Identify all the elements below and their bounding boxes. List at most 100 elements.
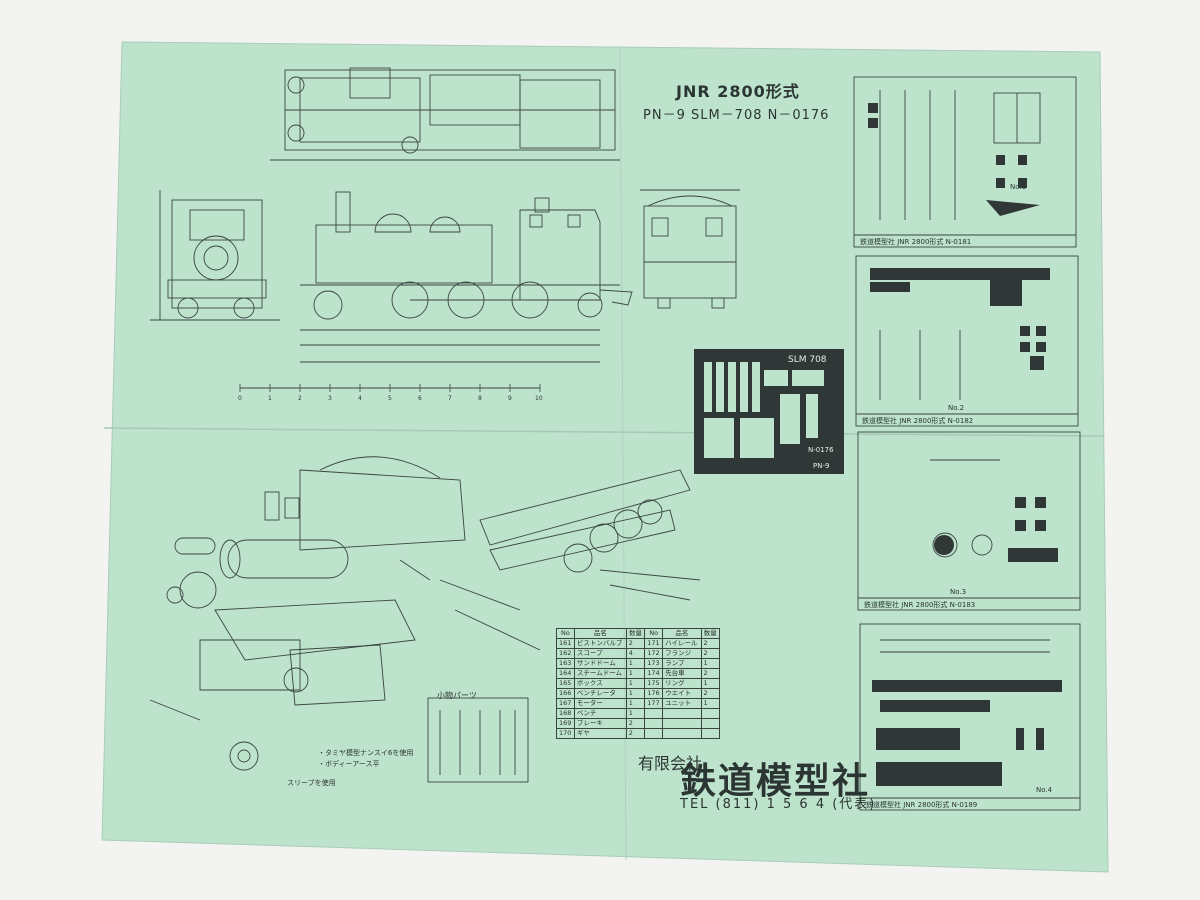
panel-number: No.2	[948, 404, 965, 412]
table-cell: 169	[556, 718, 575, 729]
top-view-drawing	[270, 67, 620, 161]
table-cell: 2	[625, 638, 646, 649]
table-cell: 161	[556, 638, 575, 649]
exploded-assembly-drawing	[149, 456, 701, 771]
table-row: 169 ブレーキ 2	[556, 718, 720, 729]
table-cell: 1	[700, 658, 720, 669]
parts-panel-3	[857, 431, 1081, 611]
table-cell	[644, 708, 664, 719]
table-cell: サンドドーム	[573, 658, 627, 669]
table-cell: 165	[556, 678, 575, 689]
company-phone: TEL (811) 1 5 6 4 (代表)	[680, 797, 877, 812]
small-parts-label: 小物パーツ	[437, 691, 477, 700]
table-row: 162 スコープ 4 172 フランジ 2	[556, 648, 720, 659]
table-cell: 163	[556, 658, 575, 669]
table-cell: スチームドーム	[573, 668, 627, 679]
side-view-drawing	[300, 191, 633, 363]
fret-pn: PN-9	[813, 462, 830, 470]
fret-code: N-0176	[808, 446, 834, 454]
table-cell: 2	[625, 718, 646, 729]
table-cell: スコープ	[573, 648, 627, 659]
table-cell: 166	[556, 688, 575, 699]
fret-label: SLM 708	[788, 355, 827, 365]
table-cell: モーター	[573, 698, 627, 709]
scale-tick: 8	[478, 395, 482, 402]
table-cell: 1	[625, 658, 646, 669]
table-cell: 170	[556, 728, 575, 739]
panel-caption: 鉄道模型社 JNR 2800形式 N-0189	[866, 801, 978, 809]
front-view-drawing	[150, 190, 280, 321]
table-cell: ベンチ	[573, 708, 627, 719]
assembly-note-1: ・タミヤ模型ナンスイ6を使用	[318, 749, 414, 757]
table-cell: リング	[662, 678, 702, 689]
table-cell: 1	[625, 678, 646, 689]
table-cell	[662, 718, 702, 729]
scale-tick: 5	[388, 395, 392, 402]
scale-tick: 9	[508, 395, 512, 402]
table-cell: 171	[644, 638, 664, 649]
parts-list-table: No 品名 数量 No 品名 数量 161 ピストンバルブ 2 171 ハイレー…	[556, 628, 720, 739]
table-cell: 4	[625, 648, 646, 659]
assembly-note-2: ・ボディーアース平	[318, 760, 380, 768]
table-row: 168 ベンチ 1	[556, 708, 720, 719]
table-cell	[700, 718, 720, 729]
table-cell: 2	[700, 648, 720, 659]
panel-caption: 鉄道模型社 JNR 2800形式 N-0181	[860, 238, 972, 246]
table-row: 161 ピストンバルブ 2 171 ハイレール 2	[556, 638, 720, 649]
scale-tick: 3	[328, 395, 332, 402]
table-cell: ピストンバルブ	[573, 638, 627, 649]
table-cell	[662, 728, 702, 739]
table-cell: 1	[700, 678, 720, 689]
table-cell: 先台車	[662, 668, 702, 679]
table-cell: ボックス	[573, 678, 627, 689]
table-header: 数量	[700, 628, 720, 639]
table-row: 167 モーター 1 177 ユニット 1	[556, 698, 720, 709]
company-type: 有限会社	[638, 754, 703, 773]
panel-number: No.4	[1036, 786, 1053, 794]
table-cell: ベンチレータ	[573, 688, 627, 699]
table-cell	[700, 708, 720, 719]
table-row: 163 サンドドーム 1 173 ランプ 1	[556, 658, 720, 669]
table-row: 164 スチームドーム 1 174 先台車 2	[556, 668, 720, 679]
table-cell: 2	[700, 688, 720, 699]
table-cell: ユニット	[662, 698, 702, 709]
table-cell: ランプ	[662, 658, 702, 669]
panel-caption: 鉄道模型社 JNR 2800形式 N-0183	[864, 601, 976, 609]
scale-tick: 10	[535, 395, 543, 402]
table-header: 数量	[625, 628, 646, 639]
table-cell: 167	[556, 698, 575, 709]
table-header: 品名	[573, 628, 627, 639]
scale-tick: 0	[238, 395, 242, 402]
small-parts-drawing	[427, 697, 529, 783]
table-cell: 177	[644, 698, 664, 709]
table-cell	[644, 728, 664, 739]
table-header: 品名	[662, 628, 702, 639]
table-cell	[644, 718, 664, 729]
table-cell: 1	[625, 688, 646, 699]
part-numbers: PN－9 SLM－708 N－0176	[643, 108, 830, 123]
table-cell	[700, 728, 720, 739]
table-cell: 168	[556, 708, 575, 719]
paper-sheet	[101, 41, 1109, 873]
table-cell: 164	[556, 668, 575, 679]
table-cell: 2	[625, 728, 646, 739]
parts-panel-4	[859, 623, 1081, 811]
fold-line	[103, 427, 1105, 437]
table-cell: ギヤ	[573, 728, 627, 739]
table-cell: 176	[644, 688, 664, 699]
parts-panel-2	[855, 255, 1079, 427]
panel-caption: 鉄道模型社 JNR 2800形式 N-0182	[862, 417, 974, 425]
scale-tick: 7	[448, 395, 452, 402]
scale-tick: 6	[418, 395, 422, 402]
table-cell: 1	[625, 698, 646, 709]
table-cell: 1	[625, 668, 646, 679]
panel-number: No.3	[950, 588, 967, 596]
table-row: 170 ギヤ 2	[556, 728, 720, 739]
table-cell: 162	[556, 648, 575, 659]
table-cell: 2	[700, 638, 720, 649]
table-cell: 174	[644, 668, 664, 679]
table-header-row: No 品名 数量 No 品名 数量	[556, 628, 720, 639]
table-cell: 172	[644, 648, 664, 659]
